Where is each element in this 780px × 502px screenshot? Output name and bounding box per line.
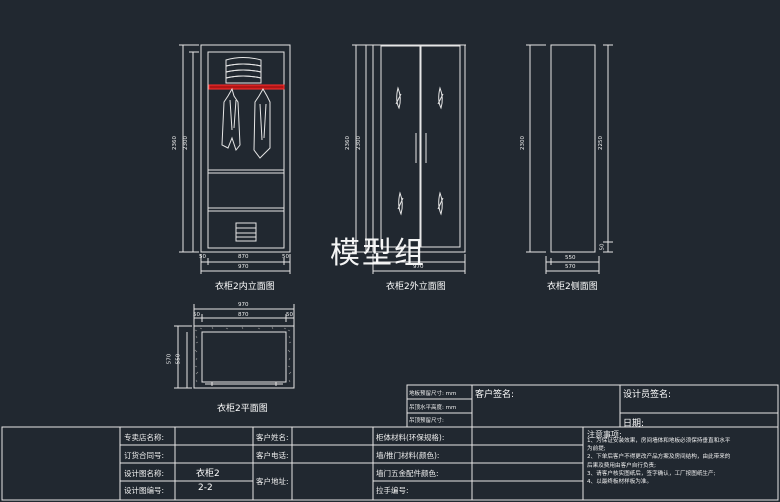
dim-label: 2300 [183,136,189,150]
note-line: 1、为保证安装效果，房间墙体和地板必须保持垂直和水平 [587,438,731,444]
door-leaf-decoration [395,86,444,216]
note-line: 3、请客户核实图纸后，签字确认，工厂按图纸生产; [587,470,716,477]
inner-elevation-title: 衣柜2内立面图 [215,282,275,292]
dim-label: 50 [599,243,606,251]
dim-label: 2360 [345,136,351,150]
drawing-number-label: 设计图编号: [124,486,165,495]
date-label: 日期: [623,419,645,429]
inner-elevation [179,44,291,274]
customer-name-label: 客户姓名: [256,433,289,442]
dim-label: 870 [238,312,249,318]
dim-label: 570 [565,264,576,270]
drawing-name-value: 衣柜2 [196,469,220,479]
door-material-label: 墙/推门材料(颜色): [376,451,440,460]
ceiling-height-label: 吊顶水平高度: mm [409,405,457,411]
customer-signature-label: 客户签名: [475,390,515,400]
note-line: 为前提; [587,446,606,453]
notes-title: 注意事项: [587,430,622,439]
dim-label: 50 [193,312,200,318]
drawing-number-value: 2-2 [198,483,213,493]
order-number-label: 订货合同号: [124,451,165,460]
hanging-garments [221,87,271,159]
hardware-color-label: 墙门五金配件颜色: [376,469,439,478]
dim-label: 550 [175,353,182,365]
side-elevation-title: 衣柜2侧面图 [547,282,598,292]
note-line: 4、以最终板材样板为准。 [587,479,653,486]
cabinet-material-label: 柜体材料(环保规格): [376,433,445,442]
customer-phone-label: 客户电话: [256,451,289,460]
title-block-grid [1,426,779,501]
clothes-rail [208,84,285,90]
plan-hatch [194,326,292,383]
dim-label: 870 [238,254,249,260]
dim-label: 2300 [520,136,526,150]
designer-signature-label: 设计员签名: [623,390,672,400]
notes-list: 1、为保证安装效果，房间墙体和地板必须保持垂直和水平 为前提; 2、下单后客户不… [587,437,777,486]
handle-number-label: 拉手编号: [376,486,409,495]
dim-label: 970 [238,302,249,308]
floor-reserve-label: 地板预留尺寸: mm [409,391,457,397]
drawing-name-label: 设计图名称: [124,469,165,478]
dim-label: 2300 [356,136,362,150]
note-line: 后果及费用由客户自行负责; [587,462,657,469]
dim-label: 570 [166,353,173,365]
plan-view [174,304,295,389]
folded-basket [235,222,257,242]
dim-label: 50 [282,254,289,260]
side-elevation [526,44,613,274]
plan-view-title: 衣柜2平面图 [217,404,268,414]
dim-label: 550 [565,255,576,261]
dim-label: 970 [238,264,249,270]
dim-label: 2250 [598,136,604,150]
outer-elevation-title: 衣柜2外立面图 [386,282,446,292]
approval-box [406,384,779,428]
dim-label: 50 [199,254,206,260]
watermark-text: 模型组 [330,236,426,271]
dim-label: 970 [413,264,424,270]
customer-address-label: 客户地址: [256,477,289,486]
dim-label: 50 [286,312,293,318]
outer-elevation [352,44,466,274]
dim-label: 2360 [172,136,178,150]
store-name-label: 专卖店名称: [124,433,165,442]
ceiling-reserve-label: 吊顶预留尺寸: [409,418,444,424]
folded-clothes [225,57,262,84]
note-line: 2、下单后客户不得更改产品方案及房间结构，由此带来的 [587,454,731,461]
